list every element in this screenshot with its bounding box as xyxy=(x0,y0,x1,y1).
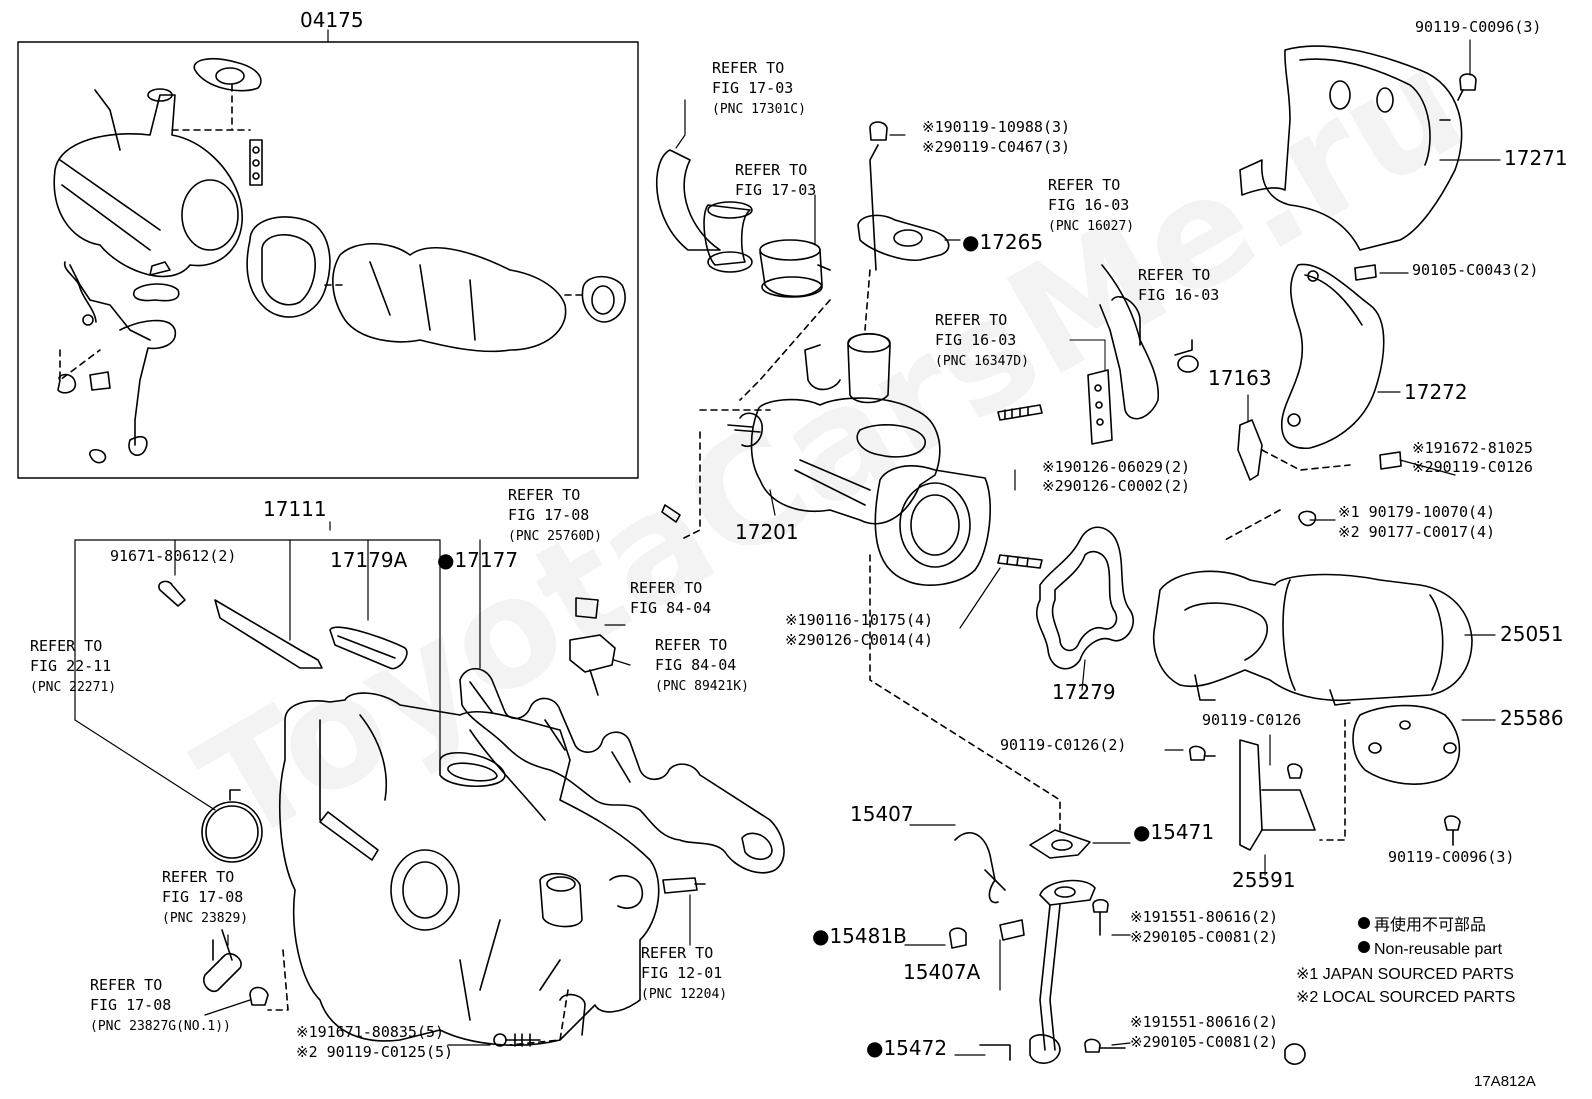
cylinder-head-drawing xyxy=(279,692,660,1047)
bolt-91551-80616-a: ※191551-80616(2) xyxy=(1130,908,1279,926)
part-25586: 25586 xyxy=(1500,706,1564,730)
bolt-91672-81025: ※191672-81025 xyxy=(1412,439,1533,457)
part-25051: 25051 xyxy=(1500,622,1564,646)
bolt-90105-c0081-a: ※290105-C0081(2) xyxy=(1130,928,1279,946)
part-17279: 17279 xyxy=(1052,680,1116,704)
stud-90116-10175: ※190116-10175(4) xyxy=(785,611,934,629)
part-17177: ●17177 xyxy=(437,548,519,572)
part-15407a: 15407A xyxy=(903,960,981,984)
turbocharger-drawing xyxy=(661,269,1061,831)
part-17265: ●17265 xyxy=(962,230,1044,254)
part-17201: 17201 xyxy=(735,520,799,544)
bolt-90119-c0125: ※2 90119-C0125(5) xyxy=(296,1043,454,1061)
part-17272: 17272 xyxy=(1404,380,1468,404)
oil-lines-drawing xyxy=(949,829,1306,1065)
nonreusable-dot-icon xyxy=(1358,917,1370,929)
heat-insulator-drawing xyxy=(1224,45,1477,541)
diagram-id: 17A812A xyxy=(1474,1073,1536,1090)
legend-japan-sourced: ※1 JAPAN SOURCED PARTS xyxy=(1296,966,1514,983)
bolt-90119-c0467: ※290119-C0467(3) xyxy=(922,138,1071,156)
legend-local-sourced: ※2 LOCAL SOURCED PARTS xyxy=(1296,989,1516,1006)
nut-90179-10070: ※1 90179-10070(4) xyxy=(1338,503,1496,521)
part-17163: 17163 xyxy=(1208,366,1272,390)
bolt-91671-80612: 91671-80612(2) xyxy=(110,547,237,565)
bolt-90105-c0081-b: ※290105-C0081(2) xyxy=(1130,1033,1279,1051)
bolt-90119-c0126-2: 90119-C0126(2) xyxy=(1000,736,1127,754)
assembly-box xyxy=(17,41,639,479)
bolt-91671-80835: ※191671-80835(5) xyxy=(296,1023,445,1041)
bolt-90119-c0096-top: 90119-C0096(3) xyxy=(1415,18,1542,36)
turbo-studs-drawing xyxy=(857,121,1199,670)
part-15472: ●15472 xyxy=(866,1036,948,1060)
bolt-90119-c0126: 90119-C0126 xyxy=(1202,711,1302,729)
catalytic-converter-drawing xyxy=(1153,570,1473,851)
legend-nonreusable: Non-reusable part xyxy=(1358,941,1502,958)
intake-gasket-drawing xyxy=(158,580,785,1011)
part-17179a: 17179A xyxy=(330,548,408,572)
intake-hose-drawing xyxy=(655,149,831,298)
assembly-inset-drawing xyxy=(53,58,626,464)
bolt-90119-c0126-r: ※290119-C0126 xyxy=(1412,458,1533,476)
bolt-90119-c0096-bottom: 90119-C0096(3) xyxy=(1388,848,1515,866)
stud-90126-c0014: ※290126-C0014(4) xyxy=(785,631,934,649)
nut-90177-c0017: ※2 90177-C0017(4) xyxy=(1338,523,1496,541)
part-17111: 17111 xyxy=(263,497,327,521)
assembly-number-04175: 04175 xyxy=(300,8,364,32)
bolt-90119-10988: ※190119-10988(3) xyxy=(922,118,1071,136)
part-15471: ●15471 xyxy=(1133,820,1215,844)
legend-jp-nonreusable: 再使用不可部品 xyxy=(1358,917,1486,934)
bolt-91551-80616-b: ※191551-80616(2) xyxy=(1130,1013,1279,1031)
bolt-90105-c0043: 90105-C0043(2) xyxy=(1412,261,1539,279)
stud-90126-c0002: ※290126-C0002(2) xyxy=(1042,477,1191,495)
stud-90126-06029: ※190126-06029(2) xyxy=(1042,458,1191,476)
part-25591: 25591 xyxy=(1232,868,1296,892)
part-15407: 15407 xyxy=(850,802,914,826)
leader-lines xyxy=(74,39,1501,1056)
part-15481b: ●15481B xyxy=(812,924,907,948)
part-17271: 17271 xyxy=(1504,146,1568,170)
nonreusable-dot-icon xyxy=(1358,941,1370,953)
